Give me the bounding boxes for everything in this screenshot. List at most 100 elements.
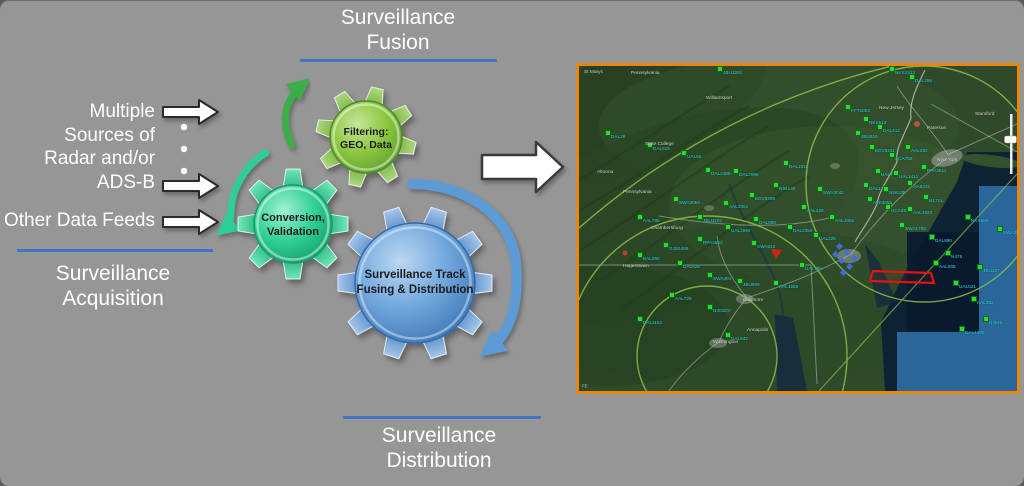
aircraft-dot[interactable] (817, 186, 823, 192)
aircraft-callsign: N561JB (889, 191, 906, 196)
aircraft-dot[interactable] (733, 168, 739, 174)
aircraft-dot[interactable] (855, 130, 861, 136)
aircraft-callsign: EDV5231 (875, 149, 896, 154)
aircraft-dot[interactable] (717, 66, 723, 72)
blue-aircraft-icon[interactable] (845, 262, 854, 271)
aircraft-dot[interactable] (813, 232, 819, 238)
aircraft-callsign: SWA1708 (905, 227, 926, 232)
aircraft-dot[interactable] (921, 164, 927, 170)
aircraft-dot[interactable] (637, 252, 643, 258)
aircraft-dot[interactable] (945, 250, 951, 256)
aircraft-dot[interactable] (863, 182, 869, 188)
aircraft-dot[interactable] (867, 196, 873, 202)
aircraft-dot[interactable] (773, 280, 779, 286)
aircraft-dot[interactable] (681, 150, 687, 156)
aircraft-dot[interactable] (637, 316, 643, 322)
aircraft-dot[interactable] (929, 234, 935, 240)
aircraft-dot[interactable] (787, 224, 793, 230)
aircraft-dot[interactable] (923, 194, 929, 200)
blue-aircraft-icon[interactable] (835, 242, 844, 251)
aircraft-dot[interactable] (845, 104, 851, 110)
aircraft-dot[interactable] (971, 296, 977, 302)
aircraft-dot[interactable] (889, 152, 895, 158)
aircraft-dot[interactable] (799, 262, 805, 268)
aircraft-callsign: AAL785 (643, 219, 660, 224)
aircraft-dot[interactable] (751, 240, 757, 246)
aircraft-dot[interactable] (893, 170, 899, 176)
aircraft-dot[interactable] (977, 264, 983, 270)
aircraft-dot[interactable] (737, 278, 743, 284)
aircraft-dot[interactable] (677, 260, 683, 266)
aircraft-dot[interactable] (877, 124, 883, 130)
aircraft-dot[interactable] (637, 214, 643, 220)
aircraft-dot[interactable] (749, 192, 755, 198)
place-name-label: Pennsylvania (631, 71, 660, 76)
input-arrow-icon (162, 99, 219, 125)
output-arrow-icon (480, 140, 565, 194)
aircraft-dot[interactable] (725, 224, 731, 230)
aircraft-dot[interactable] (753, 216, 759, 222)
blue-aircraft-icon[interactable] (831, 250, 840, 259)
aircraft-callsign: SWA358 (1003, 231, 1020, 236)
aircraft-dot[interactable] (875, 168, 881, 174)
gear-label-line: Filtering: (344, 126, 389, 138)
aircraft-callsign: SWA3042 (823, 191, 844, 196)
aircraft-dot[interactable] (697, 214, 703, 220)
title-line: Acquisition (62, 287, 164, 310)
aircraft-dot[interactable] (705, 167, 711, 173)
aircraft-dot[interactable] (725, 332, 731, 338)
aircraft-dot[interactable] (673, 196, 679, 202)
aircraft-dot[interactable] (863, 116, 869, 122)
blue-cycle-arrow-icon (407, 179, 522, 357)
aircraft-dot[interactable] (907, 206, 913, 212)
aircraft-dot[interactable] (773, 182, 779, 188)
aircraft-dot[interactable] (909, 74, 915, 80)
blue-aircraft-icon[interactable] (837, 256, 846, 265)
aircraft-dot[interactable] (829, 214, 835, 220)
aircraft-dot[interactable] (933, 260, 939, 266)
aircraft-dot[interactable] (605, 130, 611, 136)
aircraft-dot[interactable] (899, 222, 905, 228)
aircraft-dot[interactable] (905, 144, 911, 150)
aircraft-dot[interactable] (907, 180, 913, 186)
aircraft-dot[interactable] (707, 304, 713, 310)
aircraft-dot[interactable] (869, 144, 875, 150)
aircraft-dot[interactable] (707, 272, 713, 278)
aircraft-dot[interactable] (783, 160, 789, 166)
aircraft-callsign: DAL1151 (643, 321, 663, 326)
aircraft-callsign: UAL56 (687, 155, 702, 160)
title-line: Surveillance (381, 424, 497, 447)
aircraft-dot[interactable] (885, 204, 891, 210)
surveillance-acquisition-title: Surveillance Acquisition (8, 261, 218, 311)
blue-aircraft-icon[interactable] (850, 254, 859, 263)
blue-aircraft-icon[interactable] (843, 248, 852, 257)
aircraft-dot[interactable] (883, 186, 889, 192)
acquisition-overline (17, 249, 213, 252)
aircraft-callsign: RPA3511 (927, 169, 947, 174)
aircraft-dot[interactable] (647, 142, 653, 148)
aircraft-callsign: AAL293 (911, 149, 928, 154)
slider-handle[interactable] (1004, 135, 1017, 144)
aircraft-dot[interactable] (669, 292, 675, 298)
aircraft-callsign: NKS1813 (895, 71, 916, 76)
aircraft-dot[interactable] (889, 66, 895, 72)
aircraft-callsign: SWA642 (757, 245, 776, 250)
blue-aircraft-icon[interactable] (839, 268, 848, 277)
aircraft-dot[interactable] (723, 200, 729, 206)
aircraft-dot[interactable] (959, 326, 965, 332)
aircraft-dot[interactable] (663, 242, 669, 248)
aircraft-dot[interactable] (801, 204, 807, 210)
place-name-label: Pennsylvania (623, 190, 652, 195)
aircraft-dot[interactable] (983, 316, 989, 322)
aircraft-dot[interactable] (965, 214, 971, 220)
aircraft-callsign: AAL352 (977, 301, 994, 306)
aircraft-dot[interactable] (953, 280, 959, 286)
conversion-gear: Conversion, Validation (237, 168, 349, 280)
aircraft-callsign: DAL1380 (965, 331, 985, 336)
aircraft-dot[interactable] (997, 226, 1003, 232)
place-name-label: State College (645, 142, 674, 147)
aircraft-dot[interactable] (697, 236, 703, 242)
map-zoom-slider[interactable] (1004, 114, 1017, 174)
place-name-label: Altoona (597, 170, 614, 175)
